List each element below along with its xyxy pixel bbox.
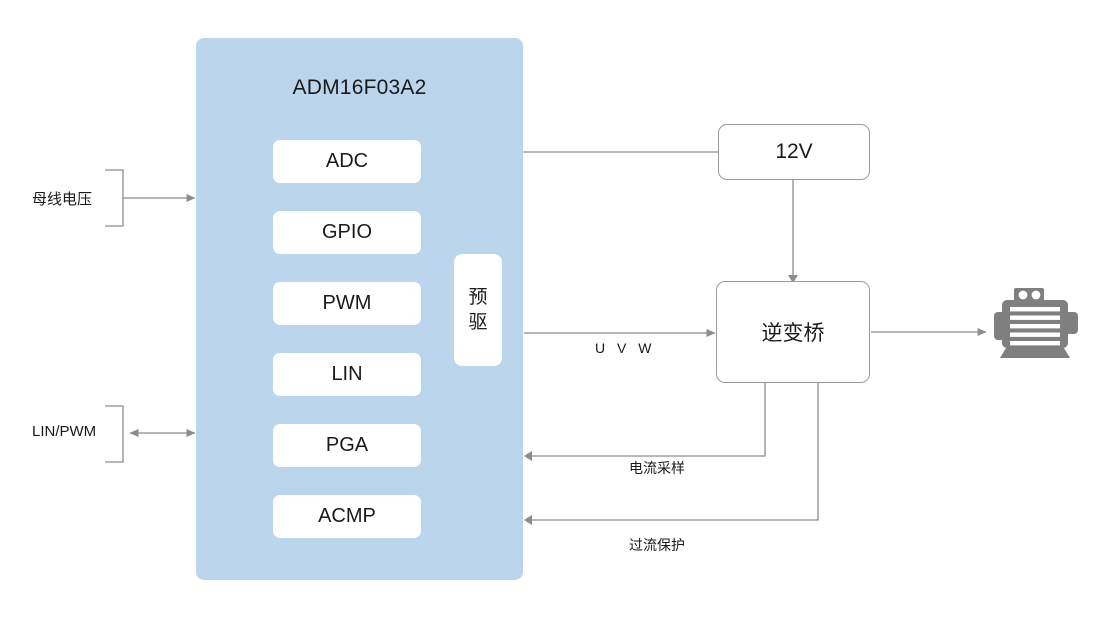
- lin-pwm-bracket: [105, 405, 124, 463]
- label-current-sense: 电流采样: [629, 460, 685, 476]
- label-over-current-protection: 过流保护: [629, 537, 685, 553]
- mcu-module-pga[interactable]: PGA: [273, 424, 421, 467]
- predriver-label-line1: 预: [468, 286, 488, 308]
- label-bus-voltage: 母线电压: [32, 191, 93, 208]
- mcu-module-lin[interactable]: LIN: [273, 353, 421, 396]
- predriver-label-line2: 驱: [468, 312, 488, 333]
- mcu-module-gpio[interactable]: GPIO: [273, 211, 421, 254]
- over-current-line: [532, 383, 819, 521]
- over-current-head: [524, 515, 532, 525]
- mcu-module-pwm[interactable]: PWM: [273, 282, 421, 325]
- motor-icon: [994, 288, 1078, 358]
- mcu-title: ADM16F03A2: [292, 76, 427, 99]
- mcu-module-adc[interactable]: ADC: [273, 140, 421, 183]
- supply-to-inverter-head: [788, 275, 798, 283]
- label-uvw: U V W: [595, 340, 656, 356]
- mcu-module-predriver[interactable]: 预 驱: [454, 254, 502, 366]
- current-sense-line: [532, 383, 766, 457]
- current-sense-head: [524, 451, 532, 461]
- supply-12v-box[interactable]: 12V: [718, 124, 870, 180]
- label-lin-pwm: LIN/PWM: [32, 423, 97, 440]
- mcu-module-acmp[interactable]: ACMP: [273, 495, 421, 538]
- inverter-bridge-box[interactable]: 逆变桥: [716, 281, 870, 383]
- bus-voltage-bracket: [105, 169, 124, 227]
